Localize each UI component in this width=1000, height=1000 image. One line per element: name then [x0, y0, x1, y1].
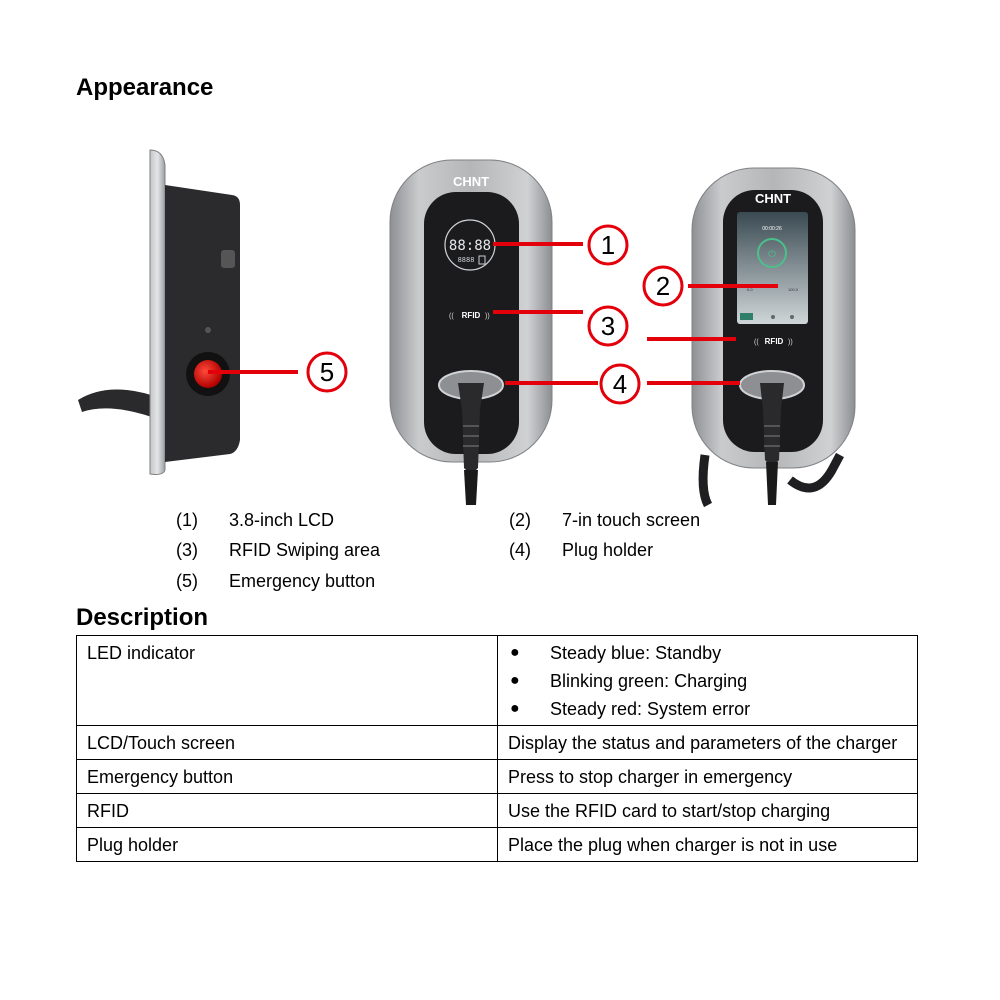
callout-3: 3: [587, 305, 629, 347]
row-label: Plug holder: [76, 827, 498, 862]
svg-text:RFID: RFID: [765, 337, 784, 346]
callout-1: 1: [587, 224, 629, 266]
power-icon: ⏻: [768, 249, 776, 260]
callout-lines: [208, 242, 778, 385]
description-heading: Description: [76, 604, 209, 631]
svg-text:)): )): [485, 313, 490, 320]
charger-touch-model: CHNT 00:00:26 ⏻ 0.0 100.0 (( RFID )): [691, 167, 856, 508]
table-row: Emergency button Press to stop charger i…: [76, 759, 918, 794]
row-value: Press to stop charger in emergency: [497, 759, 918, 794]
touch-screen: [737, 212, 808, 324]
bullet-item: Steady blue: Standby: [508, 639, 907, 667]
row-value: Use the RFID card to start/stop charging: [497, 793, 918, 828]
table-row: RFID Use the RFID card to start/stop cha…: [76, 793, 918, 828]
callout-4: 4: [599, 363, 641, 405]
side-port: [221, 250, 235, 268]
appearance-heading: Appearance: [76, 74, 214, 101]
brand-logo: CHNT: [453, 174, 489, 189]
side-view-charger: [78, 149, 240, 475]
rfid-icon: (( RFID )): [449, 311, 490, 320]
charger-lcd-model: CHNT 88:88 8888 (( RFID )): [389, 159, 553, 505]
row-label: LED indicator: [76, 635, 498, 726]
charger-figure: CHNT 88:88 8888 (( RFID )) CHNT 00:00:26…: [78, 149, 856, 508]
svg-text:4: 4: [613, 369, 627, 399]
svg-text:((: ((: [754, 339, 759, 346]
row-value: Place the plug when charger is not in us…: [497, 827, 918, 862]
svg-text:2: 2: [656, 271, 670, 301]
row-label: RFID: [76, 793, 498, 828]
lcd-time: 88:88: [449, 238, 491, 254]
svg-text:3: 3: [601, 311, 615, 341]
rfid-icon-2: (( RFID )): [754, 337, 793, 346]
plug-connector-2: [760, 383, 784, 464]
svg-text:0.0: 0.0: [747, 287, 753, 292]
bullet-item: Steady red: System error: [508, 695, 907, 723]
table-row: LCD/Touch screen Display the status and …: [76, 725, 918, 760]
row-label: LCD/Touch screen: [76, 725, 498, 760]
brand-logo-2: CHNT: [755, 191, 791, 206]
svg-text:((: ((: [449, 313, 454, 320]
svg-text:1: 1: [601, 230, 615, 260]
row-value: Steady blue: Standby Blinking green: Cha…: [497, 635, 918, 726]
description-table: LED indicator Steady blue: Standby Blink…: [76, 635, 918, 862]
svg-text:RFID: RFID: [462, 311, 481, 320]
row-label: Emergency button: [76, 759, 498, 794]
table-row: LED indicator Steady blue: Standby Blink…: [76, 635, 918, 726]
screen-time: 00:00:26: [762, 226, 782, 232]
callout-5: 5: [306, 351, 348, 393]
row-value: Display the status and parameters of the…: [497, 725, 918, 760]
callout-2: 2: [642, 265, 684, 307]
svg-text:5: 5: [320, 357, 334, 387]
bullet-item: Blinking green: Charging: [508, 667, 907, 695]
lcd-small: 8888: [458, 256, 475, 264]
svg-text:)): )): [788, 339, 793, 346]
table-row: Plug holder Place the plug when charger …: [76, 827, 918, 862]
svg-text:100.0: 100.0: [788, 287, 799, 292]
plug-connector: [458, 383, 484, 472]
